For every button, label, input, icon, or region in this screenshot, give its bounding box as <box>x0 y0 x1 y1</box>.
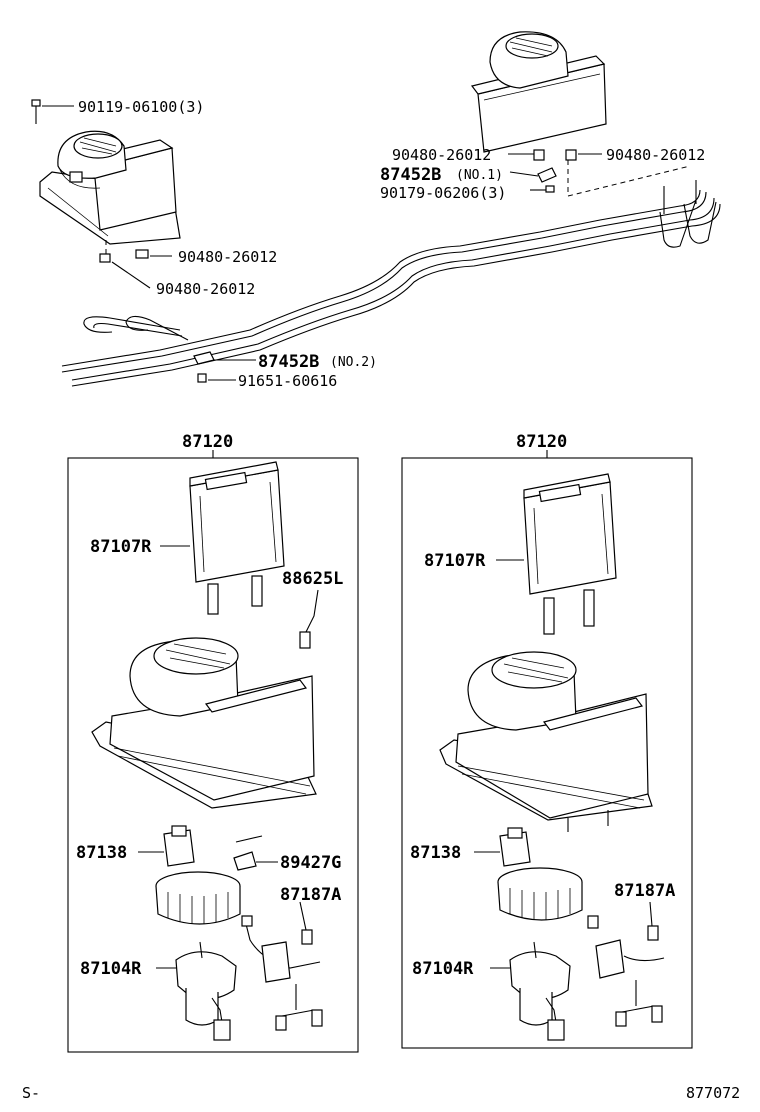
footer-diagram-code: 877072 <box>686 1084 740 1102</box>
label-clamp-no1-note: (NO.1) <box>456 168 503 183</box>
label-core-right: 87107R <box>424 551 486 571</box>
assembly-title-right: 87120 <box>516 432 567 452</box>
assembly-title-left: 87120 <box>182 432 233 452</box>
label-resistor-right: 87138 <box>410 843 461 863</box>
label-wire-left: 88625L <box>282 569 343 589</box>
right-heater-unit <box>470 31 691 197</box>
label-right-screw: 90179-06206(3) <box>380 184 506 202</box>
label-resistor-left: 87138 <box>76 843 127 863</box>
label-motor-right: 87104R <box>412 959 474 979</box>
label-clamp-no2-note: (NO.2) <box>330 355 377 370</box>
label-harness-right: 87187A <box>614 881 675 901</box>
label-left-grommet-a: 90480-26012 <box>178 248 277 266</box>
footer-left-mark: S- <box>22 1084 40 1102</box>
label-harness-left: 87187A <box>280 885 341 905</box>
label-pipe-bolt: 91651-60616 <box>238 372 337 390</box>
label-clamp-no1: 87452B <box>380 165 441 185</box>
label-left-bolt: 90119-06100(3) <box>78 98 204 116</box>
heater-pipes <box>61 180 721 387</box>
label-right-grommet-right: 90480-26012 <box>606 146 705 164</box>
label-clamp-no2: 87452B <box>258 352 319 372</box>
label-right-grommet-left: 90480-26012 <box>392 146 491 164</box>
label-core-left: 87107R <box>90 537 152 557</box>
assembly-frame-right <box>401 450 693 1049</box>
label-sensor-left: 89427G <box>280 853 341 873</box>
label-left-grommet-b: 90480-26012 <box>156 280 255 298</box>
left-heater-unit <box>31 99 181 289</box>
assembly-frame-left <box>67 450 359 1053</box>
label-motor-left: 87104R <box>80 959 142 979</box>
